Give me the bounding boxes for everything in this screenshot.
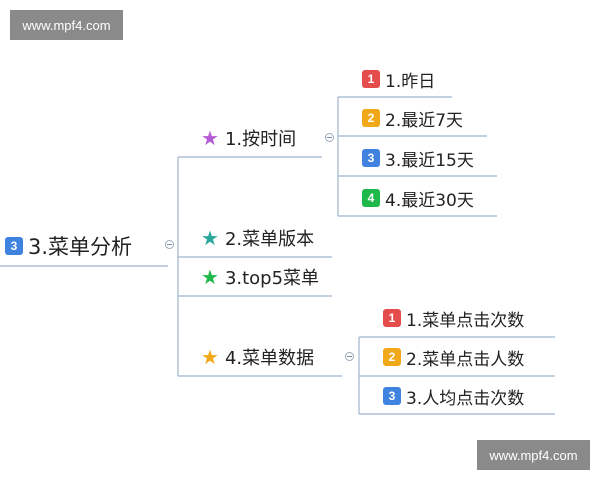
- leaf-node-4-3[interactable]: 3 3.人均点击次数: [383, 384, 525, 409]
- priority-badge: 3: [383, 387, 401, 405]
- watermark-top: www.mpf4.com: [10, 10, 123, 40]
- leaf-label: 1.昨日: [385, 71, 436, 92]
- star-icon: ★: [201, 226, 219, 250]
- root-label: 3.菜单分析: [28, 235, 133, 259]
- priority-badge: 4: [362, 189, 380, 207]
- priority-badge: 1: [383, 309, 401, 327]
- branch-label: 4.菜单数据: [224, 348, 315, 369]
- priority-badge: 1: [362, 70, 380, 88]
- leaf-label: 1.菜单点击次数: [406, 310, 525, 331]
- watermark-bottom: www.mpf4.com: [477, 440, 590, 470]
- leaf-label: 2.最近7天: [385, 110, 464, 131]
- root-node[interactable]: 3 3.菜单分析: [5, 233, 132, 259]
- leaf-label: 4.最近30天: [385, 190, 474, 211]
- branch-node-4[interactable]: ★ 4.菜单数据: [201, 345, 314, 369]
- branch-label: 1.按时间: [224, 129, 297, 150]
- leaf-label: 3.最近15天: [385, 150, 474, 171]
- priority-badge: 3: [362, 149, 380, 167]
- priority-badge: 2: [362, 109, 380, 127]
- star-icon: ★: [201, 265, 219, 289]
- star-icon: ★: [201, 126, 219, 150]
- leaf-label: 3.人均点击次数: [406, 388, 525, 409]
- leaf-label: 2.菜单点击人数: [406, 349, 525, 370]
- branch-label: 2.菜单版本: [224, 229, 315, 250]
- star-icon: ★: [201, 345, 219, 369]
- branch-node-3[interactable]: ★ 3.top5菜单: [201, 265, 319, 289]
- priority-badge: 2: [383, 348, 401, 366]
- leaf-node-1-4[interactable]: 4 4.最近30天: [362, 186, 474, 211]
- leaf-node-4-1[interactable]: 1 1.菜单点击次数: [383, 306, 525, 331]
- branch-label: 3.top5菜单: [224, 268, 320, 289]
- branch-1-collapse-toggle[interactable]: [325, 133, 334, 142]
- branch-node-2[interactable]: ★ 2.菜单版本: [201, 226, 314, 250]
- branch-4-collapse-toggle[interactable]: [345, 352, 354, 361]
- leaf-node-1-2[interactable]: 2 2.最近7天: [362, 106, 464, 131]
- leaf-node-1-1[interactable]: 1 1.昨日: [362, 67, 436, 92]
- leaf-node-1-3[interactable]: 3 3.最近15天: [362, 146, 474, 171]
- priority-badge: 3: [5, 237, 23, 255]
- leaf-node-4-2[interactable]: 2 2.菜单点击人数: [383, 345, 525, 370]
- branch-node-1[interactable]: ★ 1.按时间: [201, 126, 296, 150]
- root-collapse-toggle[interactable]: [165, 240, 174, 249]
